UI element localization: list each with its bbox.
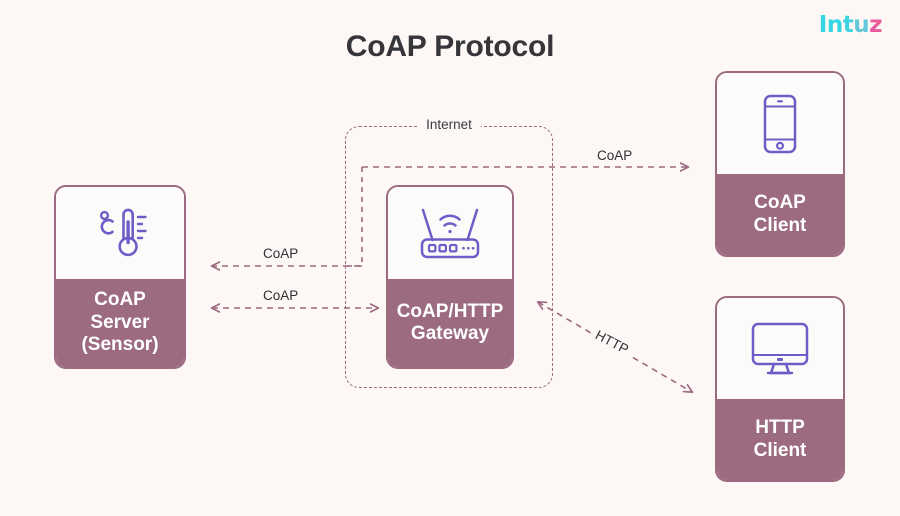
node-coap-server-line2: Server bbox=[90, 311, 150, 333]
node-gateway-icon-area bbox=[388, 187, 512, 279]
thermometer-icon bbox=[99, 208, 147, 257]
node-gateway-line1: CoAP/HTTP bbox=[396, 300, 504, 322]
node-coap-server-line3: (Sensor) bbox=[81, 334, 159, 356]
node-coap-server[interactable]: CoAP Server (Sensor) bbox=[54, 185, 186, 369]
node-http-client-label: HTTP Client bbox=[717, 399, 843, 480]
node-gateway-label: CoAP/HTTP Gateway bbox=[388, 279, 512, 367]
node-http-client-line2: Client bbox=[753, 439, 807, 461]
node-coap-client-icon-area bbox=[717, 73, 843, 174]
node-gateway-line2: Gateway bbox=[410, 323, 490, 344]
logo-part-t: t bbox=[842, 12, 854, 38]
monitor-icon bbox=[751, 322, 809, 374]
node-coap-server-icon-area bbox=[56, 187, 184, 279]
logo-part-u: u bbox=[853, 12, 870, 38]
logo-part-in: In bbox=[818, 12, 843, 38]
internet-label: Internet bbox=[417, 117, 481, 132]
node-http-client-line1: HTTP bbox=[755, 417, 805, 439]
node-coap-http-gateway[interactable]: CoAP/HTTP Gateway bbox=[386, 185, 514, 369]
intuz-logo: Intuz bbox=[818, 12, 883, 38]
edge-label-coap-server-top: CoAP bbox=[258, 246, 304, 261]
logo-part-z: z bbox=[869, 12, 882, 38]
router-icon bbox=[420, 208, 480, 259]
node-http-client-icon-area bbox=[717, 298, 843, 399]
internet-label-wrap: Internet bbox=[345, 117, 553, 132]
edge-label-coap-client: CoAP bbox=[592, 148, 638, 163]
node-coap-server-label: CoAP Server (Sensor) bbox=[56, 279, 184, 367]
node-coap-client-label: CoAP Client bbox=[717, 174, 843, 255]
node-http-client[interactable]: HTTP Client bbox=[715, 296, 845, 482]
smartphone-icon bbox=[763, 94, 797, 153]
node-coap-client-line2: Client bbox=[753, 214, 807, 236]
page-title: CoAP Protocol bbox=[345, 30, 555, 63]
edge-label-http-client: HTTP bbox=[588, 324, 636, 360]
node-coap-client[interactable]: CoAP Client bbox=[715, 71, 845, 257]
node-coap-client-line1: CoAP bbox=[754, 192, 806, 214]
node-coap-server-line1: CoAP bbox=[94, 289, 146, 311]
edge-label-coap-server-bottom: CoAP bbox=[258, 288, 304, 303]
